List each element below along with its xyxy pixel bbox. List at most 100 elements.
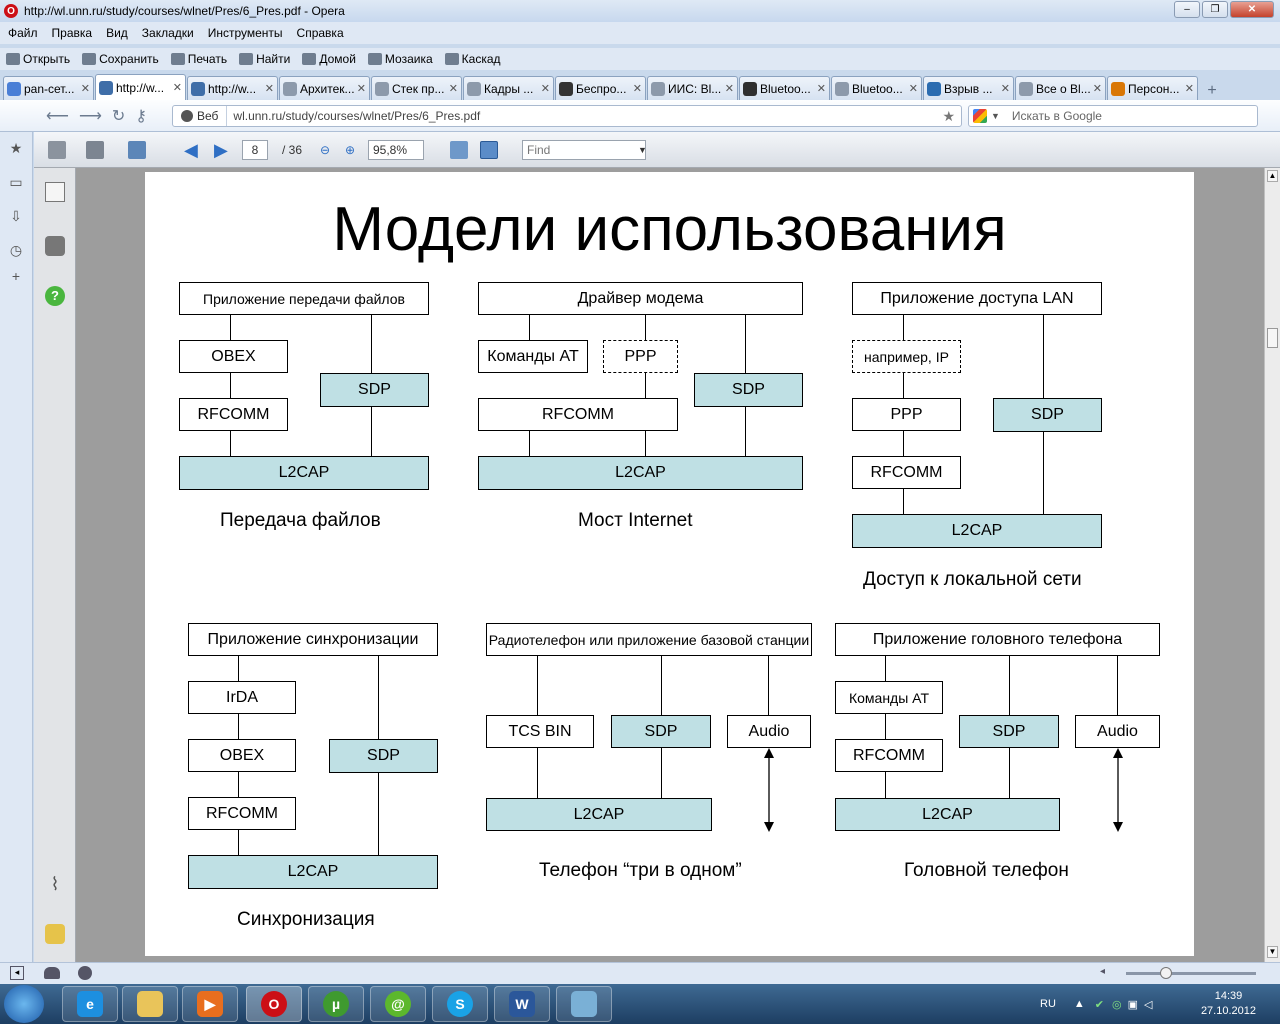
scroll-down-icon[interactable]: ▼ <box>1267 946 1278 958</box>
close-button[interactable]: ✕ <box>1230 1 1274 18</box>
menu-edit[interactable]: Правка <box>51 26 93 40</box>
downloads-icon[interactable]: ⇩ <box>10 208 22 224</box>
zoom-left-icon[interactable]: ◂ <box>1100 966 1106 977</box>
home-button[interactable]: Домой <box>302 52 356 66</box>
tab-5[interactable]: Кадры ...✕ <box>463 76 554 100</box>
taskbar-media[interactable]: ▶ <box>182 986 238 1022</box>
taskbar-skype[interactable]: S <box>432 986 488 1022</box>
previous-page-icon[interactable]: ◀ <box>184 139 198 160</box>
taskbar-explorer[interactable] <box>122 986 178 1022</box>
zoom-in-icon[interactable]: ⊕ <box>345 143 356 157</box>
google-icon[interactable] <box>973 109 987 123</box>
save-disk-icon[interactable] <box>86 141 104 159</box>
print-icon[interactable] <box>48 141 66 159</box>
taskbar-word[interactable]: W <box>494 986 550 1022</box>
scroll-up-icon[interactable]: ▲ <box>1267 170 1278 182</box>
fit-width-icon[interactable] <box>480 141 498 159</box>
share-icon[interactable] <box>128 141 146 159</box>
menu-file[interactable]: Файл <box>8 26 38 40</box>
web-badge[interactable]: Веб <box>173 106 228 126</box>
zoom-out-icon[interactable]: ⊖ <box>320 143 331 157</box>
chevron-down-icon[interactable]: ▼ <box>991 111 1000 121</box>
start-button[interactable] <box>4 985 44 1023</box>
back-icon[interactable]: ⟵ <box>46 107 69 125</box>
bookmark-star-icon[interactable]: ★ <box>942 107 955 124</box>
tab-close-icon[interactable]: ✕ <box>448 83 458 95</box>
tab-9[interactable]: Bluetoo...✕ <box>831 76 922 100</box>
tab-6[interactable]: Беспро...✕ <box>555 76 646 100</box>
search-field[interactable]: ▼ Искать в Google <box>968 105 1258 127</box>
zoom-slider[interactable] <box>1126 972 1256 975</box>
tab-12[interactable]: Персон...✕ <box>1107 76 1198 100</box>
forward-icon[interactable]: ⟶ <box>78 107 102 125</box>
tray-volume-icon[interactable]: ◁ <box>1144 998 1153 1011</box>
tab-8[interactable]: Bluetoo...✕ <box>739 76 830 100</box>
tray-check-icon[interactable]: ✔ <box>1094 998 1104 1011</box>
scroll-thumb[interactable] <box>1267 328 1278 348</box>
zoom-slider-knob[interactable] <box>1160 967 1172 979</box>
tab-1[interactable]: http://w...✕ <box>95 74 186 100</box>
tab-close-icon[interactable]: ✕ <box>540 83 550 95</box>
tile-button[interactable]: Мозаика <box>367 52 433 66</box>
find-dropdown-icon[interactable]: ▼ <box>638 145 647 155</box>
tab-close-icon[interactable]: ✕ <box>1184 83 1194 95</box>
tab-close-icon[interactable]: ✕ <box>356 83 366 95</box>
new-tab-icon[interactable]: + <box>1207 82 1217 99</box>
taskbar-opera[interactable]: O <box>246 986 302 1022</box>
pages-icon[interactable] <box>45 182 65 202</box>
clock[interactable]: 14:39 27.10.2012 <box>1201 989 1256 1019</box>
minimize-button[interactable]: – <box>1174 1 1200 18</box>
tab-close-icon[interactable]: ✕ <box>172 82 182 94</box>
history-clock-icon[interactable]: ◷ <box>9 242 23 258</box>
cloud-icon[interactable] <box>44 967 60 979</box>
tab-close-icon[interactable]: ✕ <box>1092 83 1102 95</box>
taskbar-ie[interactable]: e <box>62 986 118 1022</box>
tab-7[interactable]: ИИС: Bl...✕ <box>647 76 738 100</box>
key-icon[interactable]: ⚷ <box>135 107 147 125</box>
tab-0[interactable]: pan-сет...✕ <box>3 76 94 100</box>
open-button[interactable]: Открыть <box>6 52 70 66</box>
taskbar-icq[interactable]: @ <box>370 986 426 1022</box>
tab-4[interactable]: Стек пр...✕ <box>371 76 462 100</box>
reload-icon[interactable]: ↻ <box>111 107 126 125</box>
tab-3[interactable]: Архитек...✕ <box>279 76 370 100</box>
next-page-icon[interactable]: ▶ <box>214 139 228 160</box>
menu-tools[interactable]: Инструменты <box>207 26 283 40</box>
tab-10[interactable]: Взрыв ...✕ <box>923 76 1014 100</box>
address-field[interactable]: Веб wl.unn.ru/study/courses/wlnet/Pres/6… <box>172 105 962 127</box>
page-number-input[interactable]: 8 <box>242 140 268 160</box>
save-button[interactable]: Сохранить <box>82 52 159 66</box>
help-icon[interactable]: ? <box>45 286 65 306</box>
tab-2[interactable]: http://w...✕ <box>187 76 278 100</box>
add-panel-icon[interactable]: + <box>11 268 21 284</box>
address-url[interactable]: wl.unn.ru/study/courses/wlnet/Pres/6_Pre… <box>233 109 481 123</box>
attachment-paperclip-icon[interactable]: ⌇ <box>50 874 60 894</box>
notes-icon[interactable]: ▭ <box>9 174 23 190</box>
tab-close-icon[interactable]: ✕ <box>80 83 90 95</box>
tray-network-icon[interactable]: ▣ <box>1127 998 1139 1011</box>
tab-close-icon[interactable]: ✕ <box>264 83 274 95</box>
speed-dial-icon[interactable] <box>78 966 92 980</box>
tab-close-icon[interactable]: ✕ <box>632 83 642 95</box>
restore-button[interactable]: ❐ <box>1202 1 1228 18</box>
menu-bookmarks[interactable]: Закладки <box>141 26 194 40</box>
tab-close-icon[interactable]: ✕ <box>724 83 734 95</box>
tab-close-icon[interactable]: ✕ <box>908 83 918 95</box>
bookmarks-star-icon[interactable]: ★ <box>9 140 23 156</box>
vertical-scrollbar[interactable]: ▲ ▼ <box>1264 168 1280 962</box>
comments-icon[interactable] <box>45 924 65 944</box>
tray-icq-icon[interactable]: ◎ <box>1112 998 1122 1011</box>
tray-expand-icon[interactable]: ▲ <box>1073 998 1085 1010</box>
zoom-select[interactable]: 95,8% <box>368 140 424 160</box>
tab-11[interactable]: Все о Bl...✕ <box>1015 76 1106 100</box>
taskbar-app[interactable] <box>556 986 612 1022</box>
panel-toggle-icon[interactable]: ◂ <box>10 966 24 980</box>
find-input[interactable]: Find <box>522 140 646 160</box>
menu-help[interactable]: Справка <box>296 26 344 40</box>
binoculars-icon[interactable] <box>45 236 65 256</box>
print-button[interactable]: Печать <box>170 52 227 66</box>
taskbar-utorrent[interactable]: µ <box>308 986 364 1022</box>
language-indicator[interactable]: RU <box>1040 998 1056 1010</box>
menu-view[interactable]: Вид <box>106 26 128 40</box>
cascade-button[interactable]: Каскад <box>444 52 501 66</box>
